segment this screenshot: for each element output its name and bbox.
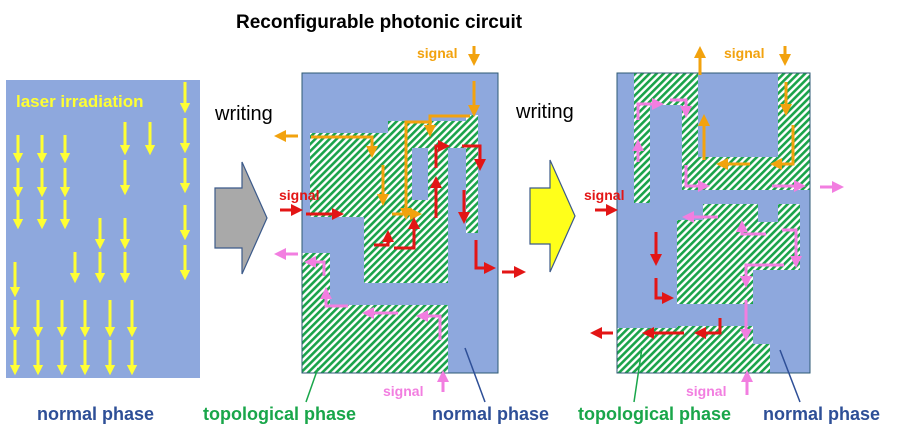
writing-arrow-2 [529,159,576,273]
left-normal-phase-label: normal phase [37,404,154,424]
right-signal-bottom-label: signal [686,383,726,399]
right-signal-left-label: signal [584,187,624,203]
middle-signal-left-label: signal [279,187,319,203]
normal-phase-channels [302,73,498,373]
writing-label-1: writing [214,103,273,125]
middle-signal-top-label: signal [417,45,457,61]
middle-normal-phase-label: normal phase [432,404,549,424]
middle-panel: signal signal signal topological phase n… [203,45,549,424]
pink-signal-path [274,248,449,392]
writing-step-1: writing [214,103,273,275]
writing-arrow-1 [214,161,268,275]
right-orange-signal-path [694,46,795,170]
laser-arrows [9,82,191,376]
right-red-signal-path [590,204,722,339]
left-panel: laser irradiation [6,80,200,424]
normal-phase-region [6,80,200,378]
right-topological-phase-label: topological phase [578,404,731,424]
orange-signal-path [274,81,480,220]
laser-irradiation-label: laser irradiation [16,92,144,111]
middle-signal-bottom-label: signal [383,383,423,399]
right-panel: signal signal signal topological phase n… [578,45,880,424]
right-signal-top-label: signal [724,45,764,61]
right-pink-signal-path [632,98,844,395]
red-signal-path [280,140,526,278]
middle-topological-phase-label: topological phase [203,404,356,424]
diagram-title: Reconfigurable photonic circuit [236,12,523,33]
right-normal-phase-label: normal phase [763,404,880,424]
right-normal-phase-channels [617,73,810,373]
writing-step-2: writing [515,101,576,273]
writing-label-2: writing [515,101,574,123]
